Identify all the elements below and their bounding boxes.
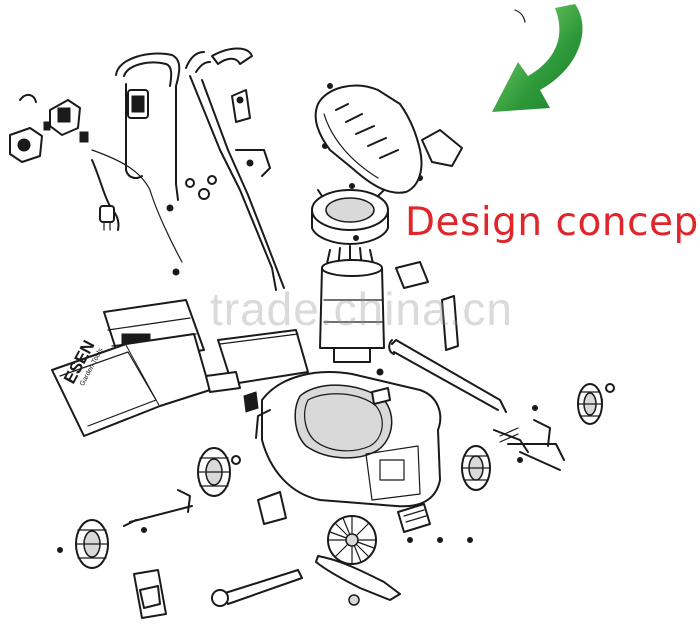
front-right-wheel-part [461, 445, 491, 491]
design-concept-caption: Design concept [405, 200, 700, 245]
cooling-fan-part [327, 515, 377, 565]
rear-left-wheel-part [75, 519, 109, 569]
rear-right-wheel-part [577, 383, 603, 425]
side-chute-part [133, 569, 167, 619]
handle-clamp-part [231, 89, 251, 123]
grass-bag-part [51, 333, 211, 437]
height-adjuster-part [493, 419, 565, 471]
green-curved-arrow-icon [492, 4, 583, 112]
grass-box-top-cover-part [314, 84, 463, 194]
upper-handle-part [115, 52, 181, 201]
cutting-blade-part [315, 555, 401, 606]
front-left-wheel-part [197, 447, 231, 497]
belt-guard-part [257, 491, 431, 533]
motor-part [319, 245, 459, 363]
fan-housing-part [311, 189, 389, 245]
rear-flap-part [205, 329, 309, 393]
rear-axle-handle-part [388, 339, 507, 413]
front-axle-part [123, 489, 193, 527]
wrench-part [211, 569, 303, 607]
switch-box-part [9, 94, 89, 163]
site-watermark: trade.china.cn [210, 283, 513, 335]
lower-handle-part [185, 47, 285, 291]
mower-deck-part [243, 371, 442, 508]
cable-plug-part [91, 149, 183, 263]
